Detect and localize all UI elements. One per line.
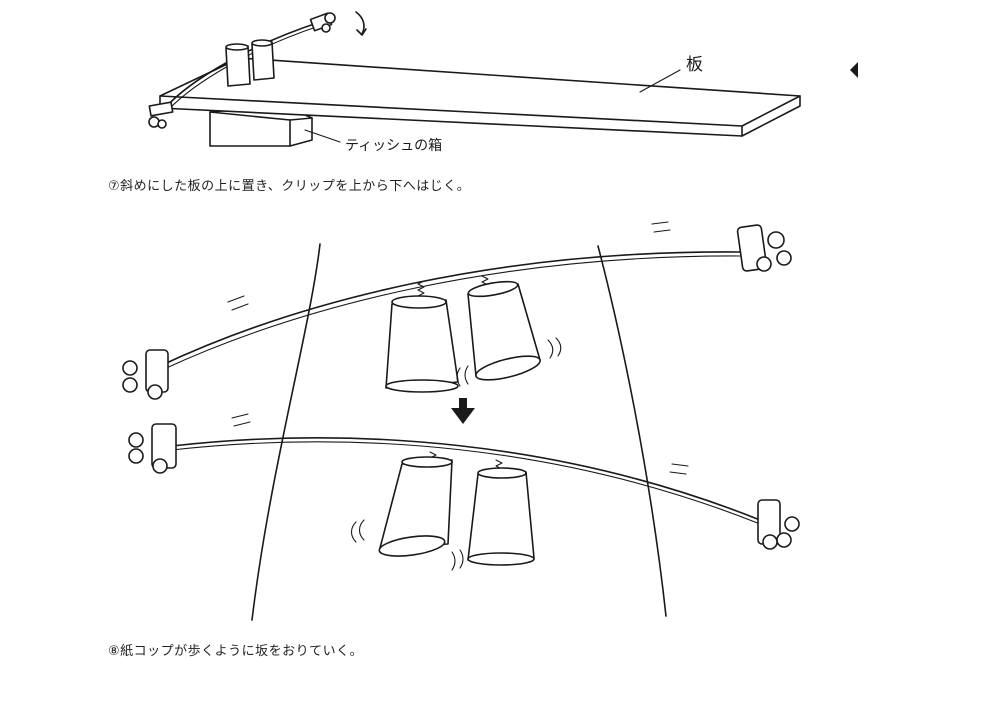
- board-edge-right: [597, 245, 667, 617]
- upper-cup-left: [385, 295, 459, 393]
- step7-caption: ⑦斜めにした板の上に置き、クリップを上から下へはじく。: [108, 179, 471, 194]
- lower-cup-right: [467, 467, 535, 566]
- lower-string: [171, 437, 761, 521]
- step7-illustration: 板 ティッシュの箱: [148, 11, 801, 154]
- upper-string: [159, 251, 741, 367]
- top-cup-right: [251, 41, 275, 81]
- top-cup-left: [225, 45, 251, 87]
- tissue-box: [209, 105, 313, 147]
- lower-state: [128, 413, 800, 571]
- upper-motion-marks: [227, 221, 671, 387]
- top-clip-lower: [148, 101, 174, 129]
- upper-state: [122, 221, 792, 400]
- lower-clip-right: [757, 499, 800, 550]
- step8-caption: ⑧紙コップが歩くように坂をおりていく。: [108, 644, 364, 659]
- tissue-box-leader-line: [304, 129, 341, 143]
- left-pointer-icon: [850, 62, 858, 78]
- down-arrow-icon: [451, 398, 475, 424]
- upper-clip-right: [736, 224, 792, 272]
- lower-motion-marks: [231, 413, 689, 571]
- flick-arrow-icon: [355, 11, 367, 36]
- step8-illustration: [122, 221, 800, 621]
- lower-clip-left: [128, 423, 177, 474]
- board-leader-line: [639, 69, 681, 93]
- top-clip-upper: [309, 12, 336, 33]
- lower-cup-left: [378, 456, 453, 557]
- upper-spring-left: [417, 280, 425, 297]
- top-string-assembly: [148, 11, 367, 129]
- tissue-box-label: ティッシュの箱: [345, 138, 442, 154]
- board-edge-left: [251, 243, 321, 621]
- board-label: 板: [686, 55, 703, 75]
- upper-cup-right: [467, 280, 541, 381]
- upper-clip-left: [122, 349, 169, 400]
